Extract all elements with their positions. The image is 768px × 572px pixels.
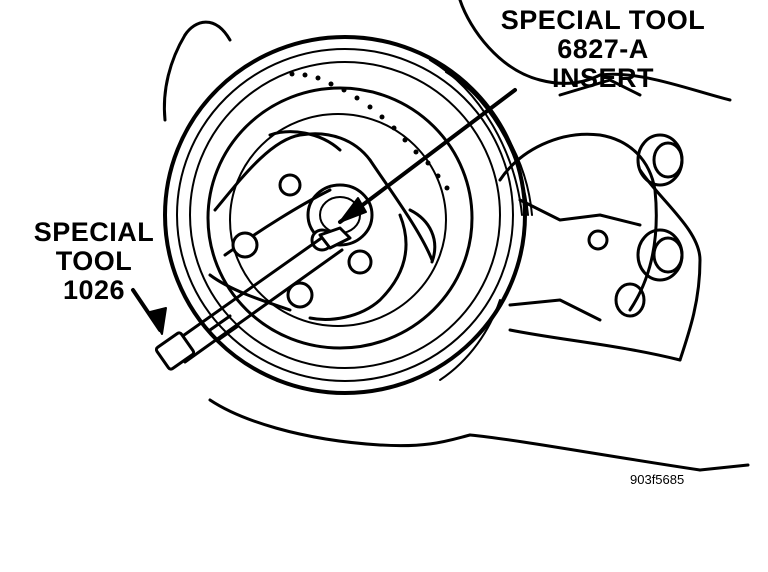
puller-tool-label-line2: TOOL xyxy=(55,246,133,276)
puller-tool-label-line1: SPECIAL xyxy=(33,217,155,247)
figure-id: 903f5685 xyxy=(630,472,685,487)
vibration-damper xyxy=(163,35,533,395)
insert-rod xyxy=(318,226,352,250)
insert-tool-label-line1: SPECIAL TOOL xyxy=(500,5,706,35)
forcing-screw xyxy=(154,230,344,371)
insert-tool-label-line3: INSERT xyxy=(551,63,654,93)
insert-tool-label: SPECIAL TOOL 6827-A INSERT xyxy=(488,6,718,93)
puller-tool-label-line3: 1026 xyxy=(62,275,126,305)
engine-block-outline xyxy=(162,0,750,472)
timing-marks xyxy=(289,71,450,191)
puller-tool-label: SPECIAL TOOL 1026 xyxy=(20,218,168,305)
leader-arrow-insert xyxy=(338,88,517,224)
leader-arrow-puller xyxy=(131,288,167,335)
insert-tool-label-line2: 6827-A xyxy=(557,34,649,64)
accessory-bracket xyxy=(498,78,684,322)
